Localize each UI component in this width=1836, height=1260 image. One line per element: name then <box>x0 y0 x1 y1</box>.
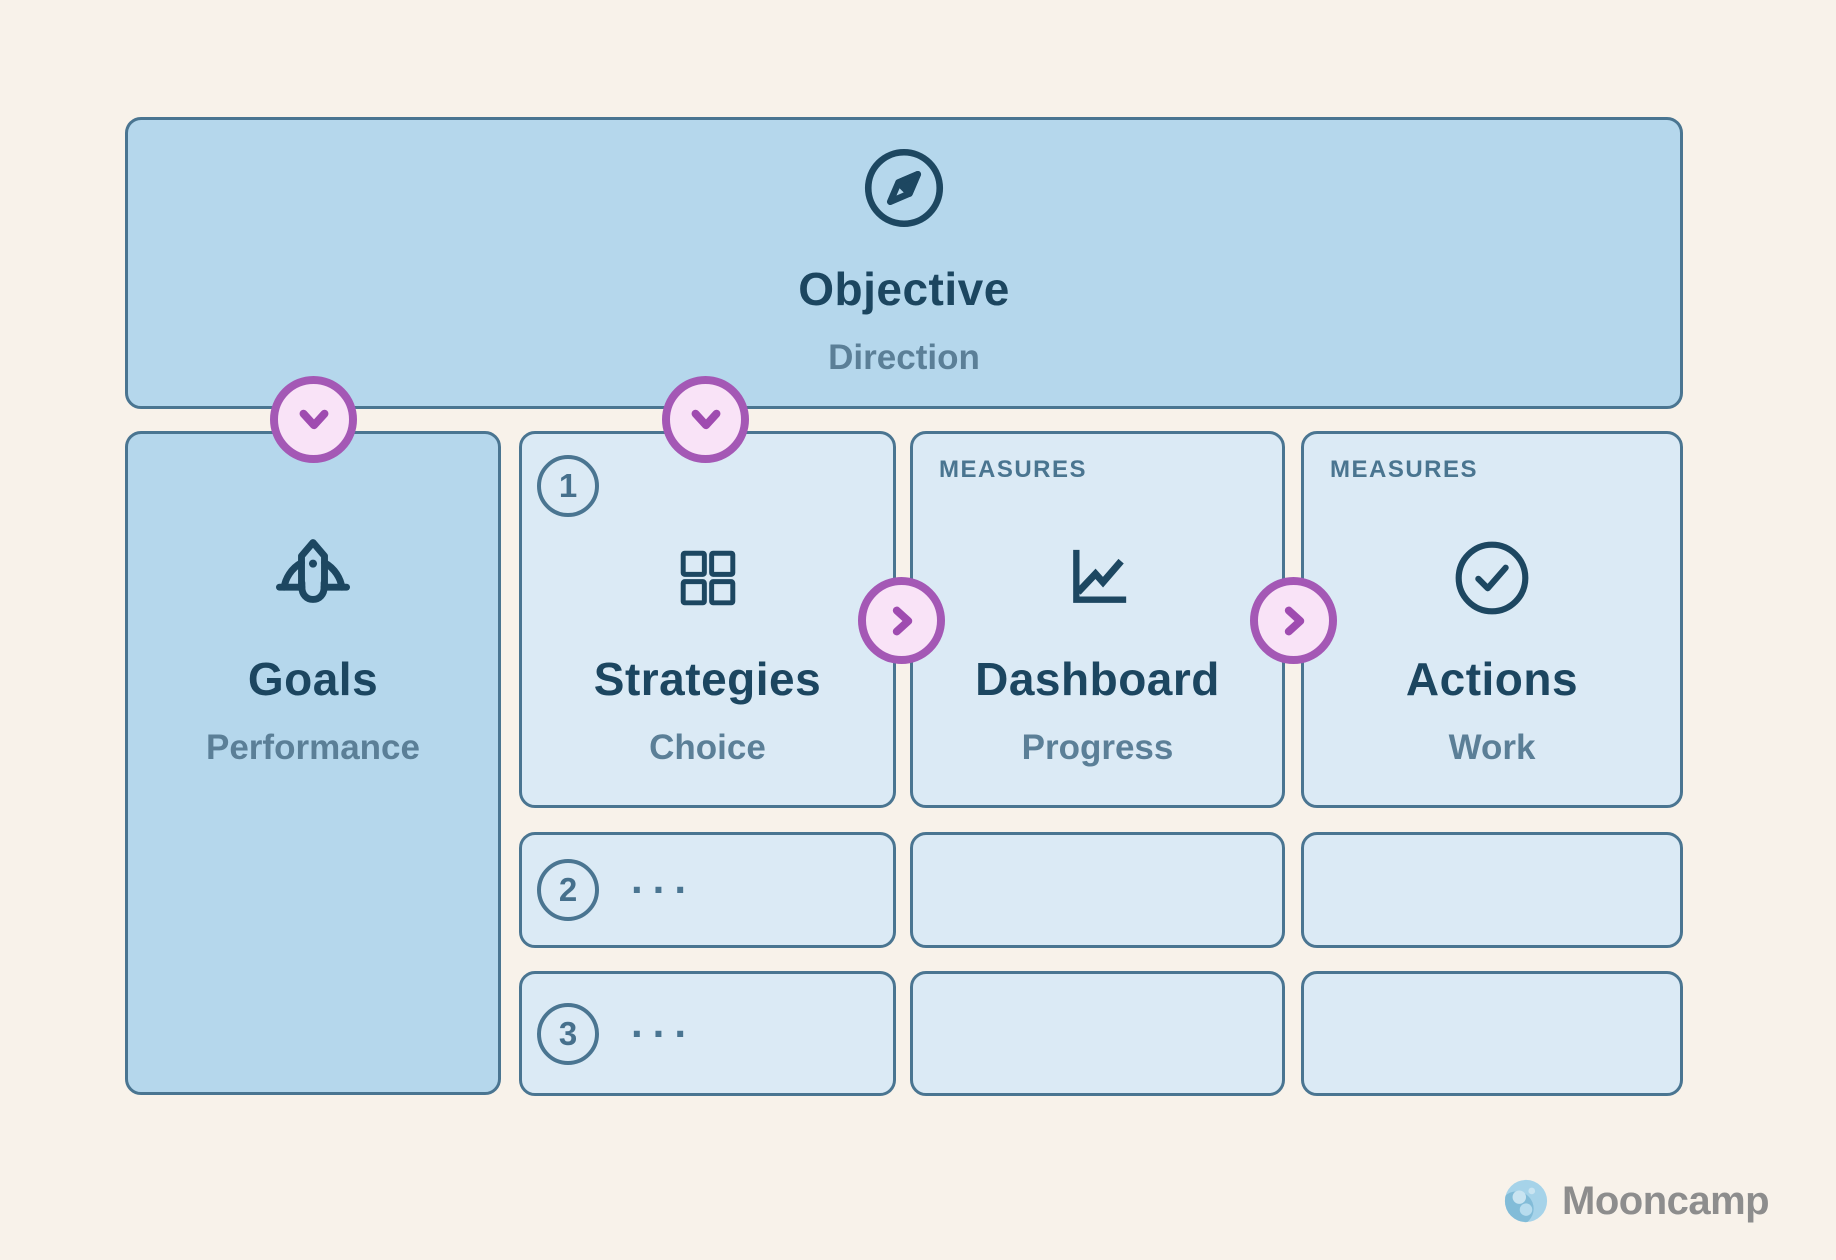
objective-title: Objective <box>798 263 1010 315</box>
dashboard-subtitle: Progress <box>1021 728 1174 767</box>
objective-card: Objective Direction <box>125 117 1683 409</box>
dashboard-measures-label: MEASURES <box>939 456 1088 483</box>
strategies-row-2: 2 ... <box>519 832 896 948</box>
goals-card: Goals Performance <box>125 431 501 1095</box>
connector-right-dashboard <box>858 577 945 664</box>
connector-right-actions <box>1250 577 1337 664</box>
dashboard-card: MEASURES Dashboard Progress <box>910 431 1285 808</box>
objective-subtitle: Direction <box>828 338 980 377</box>
strategies-title: Strategies <box>593 653 822 705</box>
dashboard-row-2 <box>910 832 1285 948</box>
goals-title: Goals <box>247 653 379 705</box>
chevron-right-icon <box>1284 606 1304 635</box>
logo-wordmark: Mooncamp <box>1562 1178 1770 1223</box>
chevron-down-icon <box>691 409 720 429</box>
grid-icon <box>522 532 893 624</box>
dashboard-row-3 <box>910 971 1285 1096</box>
actions-card: MEASURES Actions Work <box>1301 431 1683 808</box>
goals-subtitle: Performance <box>206 728 420 767</box>
check-circle-icon <box>1304 532 1680 624</box>
rocket-icon <box>128 532 498 624</box>
row-2-number-badge: 2 <box>537 859 599 921</box>
row-3-ellipsis: ... <box>631 998 697 1046</box>
actions-title: Actions <box>1405 653 1579 705</box>
actions-subtitle: Work <box>1448 728 1536 767</box>
strategies-row-3: 3 ... <box>519 971 896 1096</box>
line-chart-icon <box>913 532 1282 624</box>
strategies-card: 1 Strategies Choice <box>519 431 896 808</box>
actions-row-3 <box>1301 971 1683 1096</box>
dashboard-title: Dashboard <box>975 653 1220 705</box>
mooncamp-logo: Mooncamp <box>1503 1176 1770 1226</box>
connector-down-goals <box>270 376 357 463</box>
chevron-right-icon <box>892 606 912 635</box>
chevron-down-icon <box>299 409 328 429</box>
actions-measures-label: MEASURES <box>1330 456 1479 483</box>
strategies-number-badge: 1 <box>537 455 599 517</box>
actions-row-2 <box>1301 832 1683 948</box>
row-3-number-badge: 3 <box>537 1002 599 1065</box>
strategies-subtitle: Choice <box>649 728 766 767</box>
compass-icon <box>128 142 1680 234</box>
moon-icon <box>1504 1179 1548 1223</box>
connector-down-strategies <box>662 376 749 463</box>
row-2-ellipsis: ... <box>631 855 697 902</box>
